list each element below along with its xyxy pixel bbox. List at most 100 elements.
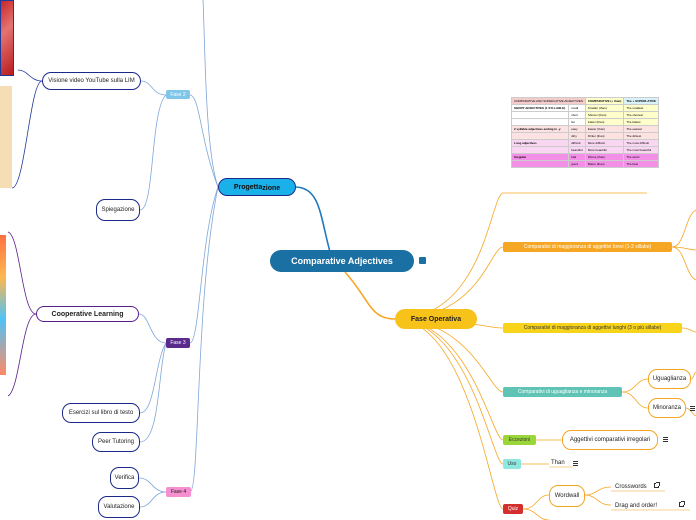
table-cell: good (568, 160, 586, 168)
notes-icon[interactable] (419, 257, 426, 264)
fase3-tag[interactable]: Fase 3 (166, 338, 190, 348)
table-cell-text: short (571, 113, 578, 117)
table-cell-text: difficult (571, 141, 581, 145)
comp-ugua-label: Comparativi di uguaglianza e minoranza (517, 389, 608, 395)
peer-node[interactable]: Peer Tutoring (92, 432, 140, 452)
link-progettazione-fase3 (189, 186, 219, 344)
table-cell-text: Worse (than) (587, 155, 606, 159)
table-cell: The fattest (623, 118, 659, 126)
table-cell: Better (than) (584, 160, 625, 168)
uguaglianza-node[interactable]: Uguaglianza (648, 369, 691, 389)
wordwall-node[interactable]: Wordwall (549, 485, 585, 507)
image-red-thumbnail (0, 0, 14, 76)
link-root-fase-operativa (344, 271, 396, 320)
table-cell-text: Dirtier (than) (587, 134, 605, 138)
table-cell-text: small (571, 106, 579, 110)
link-fase2-youtube (140, 80, 167, 96)
table-cell: The shortest (623, 111, 659, 119)
table-cell-text: The easiest (626, 127, 642, 131)
cooperative-node[interactable]: Cooperative Learning (36, 306, 139, 322)
image-orange-thumbnail (0, 235, 6, 375)
irregolari-notes-icon[interactable] (663, 437, 668, 442)
table-cell-text: The fattest (626, 120, 641, 124)
verifica-node[interactable]: Verifica (110, 467, 139, 489)
link-quiz-wordwall (522, 494, 550, 510)
minoranza-node[interactable]: Minoranza (648, 398, 686, 418)
table-cell-text: Smaller (than) (587, 106, 607, 110)
table-cell-text: The dirtiest (626, 134, 642, 138)
table-cell: Fatter (than) (584, 118, 625, 126)
root-node[interactable]: Comparative Adjectives (270, 250, 414, 272)
fase3-label: Fase 3 (170, 340, 186, 346)
table-title-cell: COMPARATIVE AND SUPERLATIVE ADJECTIVES (511, 97, 586, 105)
uso-node[interactable]: Uso (503, 459, 521, 469)
table-cell: More difficult (584, 139, 625, 147)
table-cell-text: The most beautiful (626, 148, 652, 152)
table-cell-text: Irregular (514, 155, 527, 159)
table-cell: Shorter (than) (584, 111, 625, 119)
table-cell: The most difficult (623, 139, 659, 147)
crosswords-label: Crosswords (615, 483, 647, 490)
table-cell-text: More difficult (587, 141, 605, 145)
table-cell-text: Fatter (than) (587, 120, 605, 124)
fase-operativa-node[interactable]: Fase Operativa (395, 309, 477, 329)
comp-lunghi-label: Comparativi di maggioranza di aggettivi … (523, 325, 662, 331)
minoranza-notes-icon[interactable] (690, 406, 695, 411)
uso-label: Uso (507, 461, 517, 467)
comp-lunghi-node[interactable]: Comparativi di maggioranza di aggettivi … (503, 323, 682, 333)
quiz-node[interactable]: Quiz (503, 504, 523, 514)
table-cell-text: fat (571, 120, 575, 124)
esercizi-label: Esercizi sul libro di testo (68, 410, 134, 416)
link-progettazione-fase4 (189, 186, 219, 493)
comp-ugua-node[interactable]: Comparativi di uguaglianza e minoranza (503, 387, 622, 397)
table-title: COMPARATIVE AND SUPERLATIVE ADJECTIVES (514, 99, 583, 103)
table-cell (510, 111, 570, 119)
than-notes-icon[interactable] (573, 461, 578, 466)
esercizi-node[interactable]: Esercizi sul libro di testo (62, 403, 140, 423)
link-fo-eccezioni (394, 318, 504, 441)
fase2-tag[interactable]: Fase 2 (166, 90, 190, 99)
table-cell-text: Easier (than) (587, 127, 606, 131)
than-node[interactable]: Than (551, 458, 573, 468)
link-brevi-right3 (671, 246, 696, 281)
irregolari-label: Aggettivi comparativi irregolari (569, 437, 651, 443)
youtube-node[interactable]: Visione video YouTube sulla LIM (42, 72, 141, 90)
youtube-label: Visione video YouTube sulla LIM (48, 78, 135, 84)
peer-label: Peer Tutoring (97, 439, 135, 445)
link-fo-ugua (394, 318, 504, 393)
drag-order-link[interactable]: Drag and order! (615, 501, 665, 510)
table-cell-text: The most difficult (626, 141, 649, 145)
table-cell: The dirtiest (623, 132, 659, 140)
link-uguaglianza-right (690, 371, 696, 380)
table-cell: Irregular (510, 153, 570, 161)
table-cell: The best (623, 160, 659, 168)
irregolari-node[interactable]: Aggettivi comparativi irregolari (562, 430, 658, 450)
valutazione-node[interactable]: Valutazione (98, 496, 140, 518)
link-cooperative-left2 (7, 313, 37, 397)
table-cell: Worse (than) (584, 153, 625, 161)
table-cell: short (568, 111, 586, 119)
comp-brevi-node[interactable]: Comparativi di maggioranza di aggettivi … (503, 242, 672, 252)
link-fase4-valutazione (139, 491, 167, 508)
table-cell-text: The best (626, 162, 639, 166)
fase4-tag[interactable]: Fase 4 (166, 487, 191, 497)
link-ugua-minoranza (621, 391, 649, 409)
table-header-comparative: COMPARATIVE (+ than) (584, 97, 625, 105)
table-cell-text: Long adjectives (514, 141, 537, 145)
link-lunghi-right (681, 327, 696, 333)
link-fo-quiz (394, 318, 504, 510)
link-cooperative-left (7, 231, 37, 315)
eccezioni-node[interactable]: Eccezioni (503, 435, 536, 445)
than-label: Than (551, 460, 565, 466)
table-cell: dirty (568, 132, 586, 140)
crosswords-link[interactable]: Crosswords (615, 482, 655, 491)
drag-order-external-link-icon[interactable] (679, 501, 685, 507)
link-youtube-left2 (11, 80, 43, 189)
spiegazione-node[interactable]: Spiegazione (96, 199, 140, 221)
crosswords-external-link-icon[interactable] (654, 482, 660, 488)
table-cell-text: The worst (626, 155, 640, 159)
table-cell-text: easy (571, 127, 578, 131)
